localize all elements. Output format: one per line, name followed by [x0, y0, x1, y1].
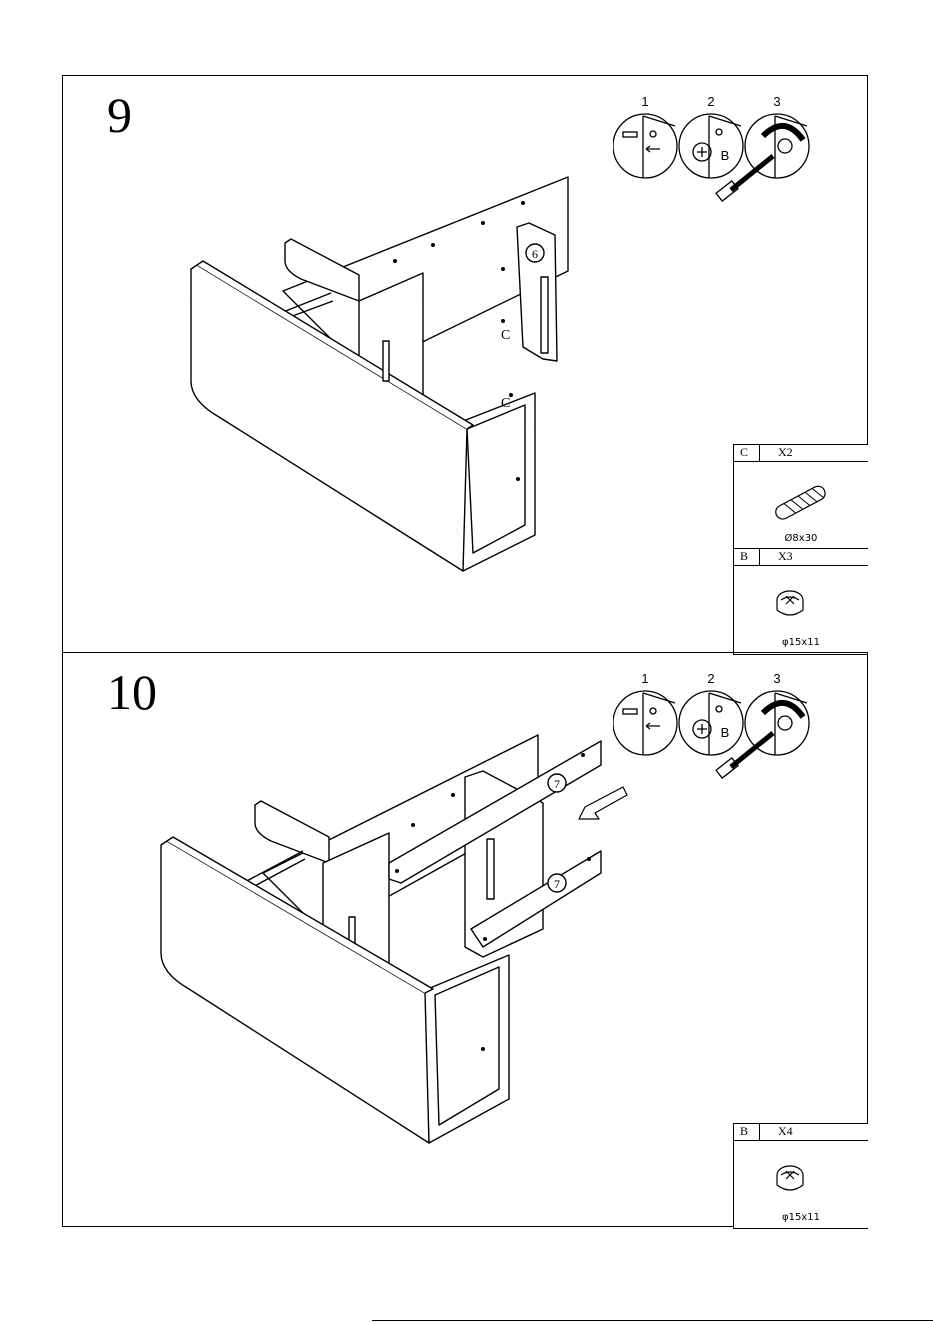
- part-dimension: φ15x11: [734, 1212, 868, 1223]
- step-number: 10: [107, 667, 157, 717]
- rail-label-lower: 7: [554, 877, 560, 891]
- sub-step-3: 3: [773, 94, 780, 109]
- part-dimension: φ15x11: [734, 637, 868, 648]
- rail-label-upper: 7: [554, 777, 560, 791]
- part-row-header: B X3: [734, 548, 868, 566]
- dowel-label-upper: C: [501, 328, 510, 343]
- sub-step-2: 2: [707, 671, 714, 686]
- part-code: C: [740, 445, 748, 460]
- part-code: B: [740, 1124, 748, 1139]
- sub-step-1: 1: [641, 671, 648, 686]
- part-dimension: Ø8x30: [734, 533, 868, 544]
- step-number: 9: [107, 90, 132, 140]
- part-cell: φ15x11: [734, 566, 868, 652]
- cabinet-drawing: C C 6: [183, 171, 583, 581]
- sub-step-3: 3: [773, 671, 780, 686]
- cam-label: B: [721, 148, 730, 163]
- part-qty: X4: [778, 1124, 793, 1139]
- part-code: B: [740, 549, 748, 564]
- step-9-panel: 9 1 2 3 B: [62, 75, 868, 653]
- cabinet-drawing: 7 7: [153, 733, 653, 1153]
- part-qty: X3: [778, 549, 793, 564]
- parts-list: C X2 Ø8x30 B X3: [733, 444, 868, 655]
- cam-label: B: [721, 725, 730, 740]
- part-cell: Ø8x30: [734, 462, 868, 548]
- parts-list: B X4 φ15x11: [733, 1123, 868, 1229]
- part-cell: φ15x11: [734, 1141, 868, 1227]
- sub-step-1: 1: [641, 94, 648, 109]
- step-10-panel: 10 1 2 3 B: [62, 652, 868, 1227]
- page-edge-line: [372, 1320, 933, 1321]
- part-row-header: C X2: [734, 445, 868, 462]
- dowel-label-lower: C: [501, 396, 510, 411]
- part-qty: X2: [778, 445, 793, 460]
- sub-step-2: 2: [707, 94, 714, 109]
- part-row-header: B X4: [734, 1124, 868, 1141]
- cam-lock-instructions: 1 2 3 B: [613, 94, 827, 202]
- panel-label: 6: [532, 247, 538, 261]
